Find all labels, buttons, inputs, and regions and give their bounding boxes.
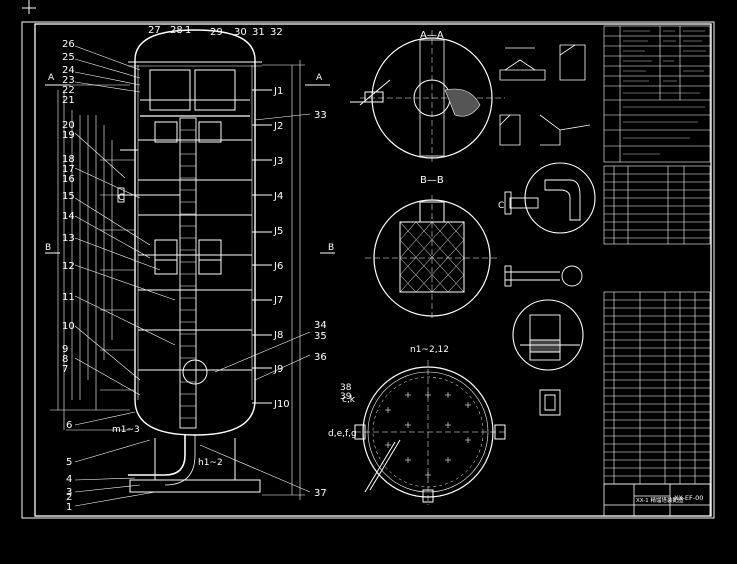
callout-31: 31 (252, 27, 265, 38)
design-data-text (623, 30, 706, 155)
callout-12: 12 (62, 261, 75, 272)
callout-3: 3 (66, 487, 72, 498)
callout-18: 18 (62, 154, 75, 165)
label-j2: J2 (273, 121, 283, 132)
design-data-table (603, 25, 711, 163)
outer-frame (21, 21, 715, 519)
nozzle-m13: m1~3 (112, 425, 140, 435)
callout-9: 9 (62, 344, 68, 355)
nozzle-n12: n1~2,12 (410, 345, 449, 355)
callout-13: 13 (62, 233, 75, 244)
section-bb-title: B—B (420, 175, 444, 186)
callout-25: 25 (62, 52, 75, 63)
callout-30: 30 (234, 27, 247, 38)
callout-34: 34 (314, 320, 327, 331)
bottom-plan-view (354, 360, 506, 505)
callout-5: 5 (66, 457, 72, 468)
callout-14: 14 (62, 211, 75, 222)
section-c-left: C (118, 193, 124, 203)
section-a-right: A (316, 73, 323, 83)
column-elevation (45, 29, 335, 500)
nozzle-detail-views (504, 162, 596, 416)
label-c-detail: C (498, 201, 504, 211)
callout-35: 35 (314, 331, 327, 342)
callout-23: 23 (62, 75, 75, 86)
section-aa-view: A—A (350, 30, 505, 165)
callout-27: 27 (148, 25, 161, 36)
callout-24: 24 (62, 65, 75, 76)
section-b-left: B (45, 243, 51, 253)
callout-8: 8 (62, 354, 68, 365)
callout-22: 22 (62, 85, 75, 96)
label-j9: J9 (273, 364, 283, 375)
title-block (603, 483, 711, 517)
detail-sketches-top (499, 44, 591, 146)
parts-list-table (603, 291, 711, 485)
callout-20: 20 (62, 120, 75, 131)
section-b-right: B (328, 243, 334, 253)
label-j7: J7 (273, 295, 283, 306)
part-39: 39 (340, 392, 352, 402)
nozzle-h12: h1~2 (198, 458, 223, 468)
callout-6: 6 (66, 420, 72, 431)
callout-36: 36 (314, 352, 327, 363)
callout-15: 15 (62, 191, 75, 202)
section-a-left: A (48, 73, 55, 83)
nozzle-ck: c,k (342, 395, 356, 405)
label-j4: J4 (273, 191, 283, 202)
callout-top-1: 1 (185, 25, 191, 36)
callout-33: 33 (314, 110, 327, 121)
callout-21: 21 (62, 95, 75, 106)
label-j5: J5 (273, 226, 283, 237)
nozzle-j-labels: J1 J2 J3 J4 J5 J6 J7 J8 J9 J10 (273, 86, 290, 410)
callout-32: 32 (270, 27, 283, 38)
callout-10: 10 (62, 321, 75, 332)
callout-29: 29 (210, 27, 223, 38)
callout-17: 17 (62, 164, 75, 175)
callout-19: 19 (62, 130, 75, 141)
nozzle-defg: d,e,f,g (328, 429, 357, 439)
callout-26: 26 (62, 39, 75, 50)
callout-37: 37 (314, 488, 327, 499)
label-j6: J6 (273, 261, 283, 272)
section-bb-view: B—B (365, 175, 500, 320)
callout-4: 4 (66, 474, 72, 485)
callout-2: 2 (66, 492, 72, 503)
callout-11: 11 (62, 292, 75, 303)
nozzle-table (603, 165, 711, 245)
label-j8: J8 (273, 330, 283, 341)
label-j10: J10 (273, 399, 290, 410)
title-block-main: XX-1 精馏塔装配图 (636, 496, 684, 504)
label-j3: J3 (273, 156, 283, 167)
callouts-left: 26 25 24 23 22 21 20 19 18 17 16 15 14 1… (62, 39, 75, 513)
callout-16: 16 (62, 174, 75, 185)
inner-frame (34, 23, 712, 517)
callouts-top: 27 28 1 29 30 31 32 (148, 25, 283, 38)
callouts-right: 33 34 35 36 37 (314, 110, 327, 499)
label-j1: J1 (273, 86, 283, 97)
callout-1: 1 (66, 502, 72, 513)
callout-28: 28 (170, 25, 183, 36)
part-38: 38 (340, 383, 352, 393)
callout-7: 7 (62, 364, 68, 375)
title-block-code: XX-EF-00 (674, 494, 703, 502)
